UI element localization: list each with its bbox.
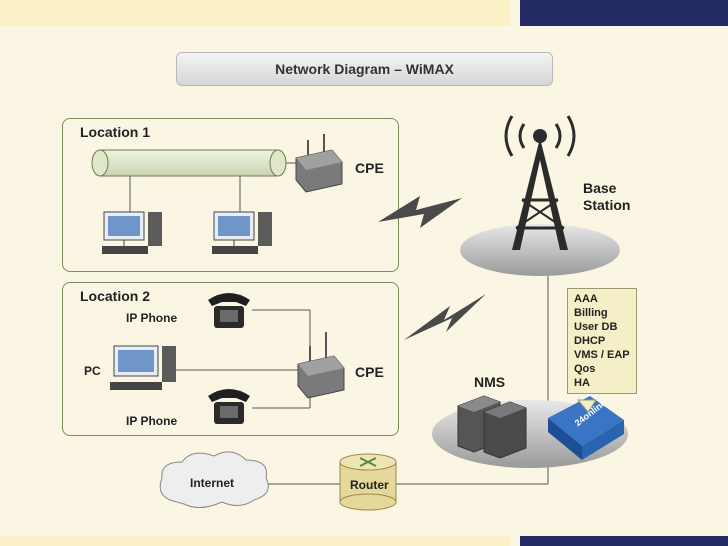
ip-phone-icon (208, 293, 250, 328)
internet-cloud (159, 451, 269, 508)
wireless-link-bolt (404, 294, 486, 340)
nms-label: NMS (474, 374, 506, 390)
wireless-link-bolt (378, 196, 462, 228)
diagram-title: Network Diagram – WiMAX (176, 52, 553, 86)
internet-label: Internet (190, 476, 235, 490)
pc-icon (110, 345, 176, 390)
base-station-label-line2: Station (583, 197, 631, 213)
top-banner-left (0, 0, 510, 26)
service-item: DHCP (574, 335, 606, 347)
location-2-label: Location 2 (80, 288, 151, 304)
service-item: HA (574, 377, 590, 389)
pc-icon (212, 211, 272, 254)
bottom-banner-left (0, 536, 510, 546)
router-icon (339, 453, 397, 511)
nms-server-icon (457, 395, 527, 459)
lan-bus-pipe (91, 149, 300, 215)
service-item: AAA (574, 293, 598, 305)
ip-phone-label: IP Phone (126, 414, 178, 428)
location-2-links (176, 309, 311, 409)
router-label: Router (350, 478, 389, 492)
cpe-router-icon (295, 134, 343, 193)
bottom-banner-right (520, 536, 728, 546)
service-item: VMS / EAP (574, 349, 630, 361)
service-item: Billing (574, 307, 608, 319)
location-1-label: Location 1 (80, 124, 151, 140)
pc-label: PC (84, 364, 101, 378)
cpe-label: CPE (355, 364, 384, 380)
ip-phone-icon (208, 389, 250, 424)
cpe-label: CPE (355, 160, 384, 176)
top-banner-right (520, 0, 728, 26)
services-list: AAA Billing User DB DHCP VMS / EAP Qos H… (567, 288, 637, 394)
location-1-box (62, 118, 399, 272)
pc-icon (102, 211, 162, 254)
service-item: User DB (574, 321, 618, 333)
ip-phone-label: IP Phone (126, 311, 178, 325)
base-station-tower (460, 115, 620, 276)
cpe-router-icon (297, 332, 345, 399)
service-item: Qos (574, 363, 596, 375)
appliance-icon (548, 396, 624, 460)
location-2-box (62, 282, 399, 436)
base-station-label-line1: Base (583, 180, 617, 196)
